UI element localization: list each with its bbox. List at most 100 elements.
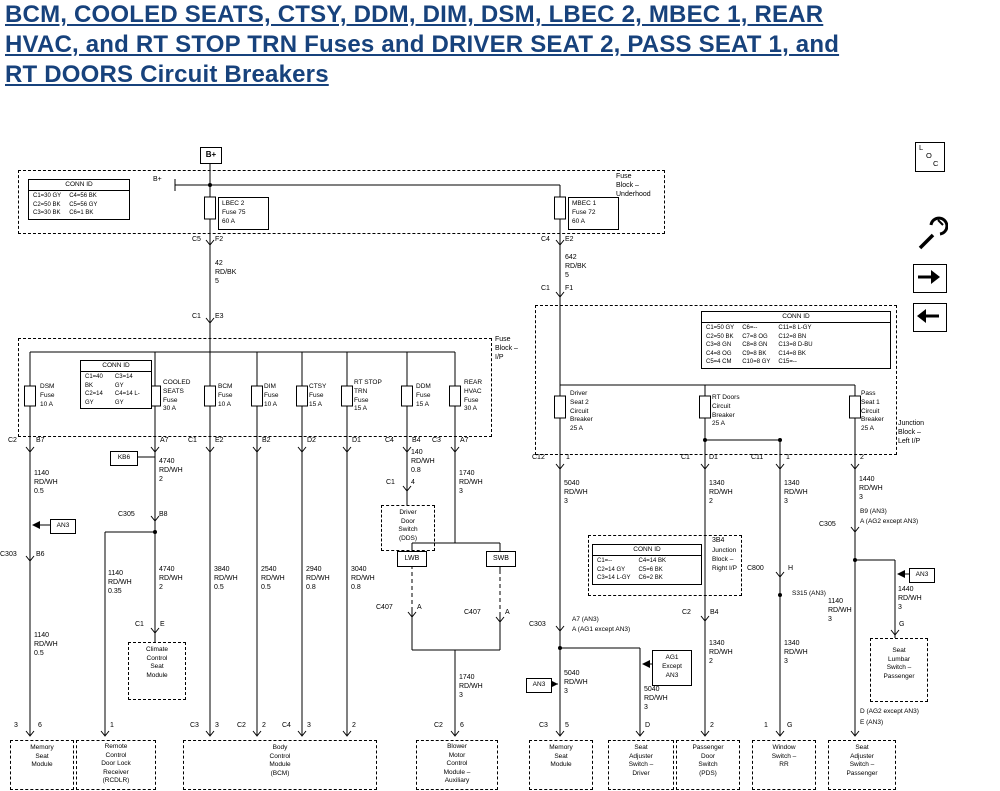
- conn-id-column: C4=56 BK C5=56 GY C6=1 BK: [69, 193, 98, 217]
- loc-letter: C: [933, 159, 939, 168]
- module-passenger-door-switch: Passenger Door Switch (PDS): [676, 740, 740, 790]
- module-label: Passenger Door Switch (PDS): [692, 744, 724, 777]
- fuse-label-ddm: DDM Fuse 15 A: [416, 383, 431, 408]
- fuse-label-dsm: DSM Fuse 10 A: [40, 383, 55, 408]
- connector-label: C11: [751, 454, 764, 461]
- fuse-label-rear-hvac: REAR HVAC Fuse 30 A: [464, 379, 483, 413]
- bplus-terminal-label: B+: [153, 176, 162, 183]
- fuse-mbec1-label: MBEC 1 Fuse 72 60 A: [568, 197, 619, 230]
- module-label: Climate Control Seat Module: [145, 646, 169, 679]
- connector-label: C4: [385, 437, 394, 444]
- module-body-control-bcm: Body Control Module (BCM): [183, 740, 377, 790]
- loc-letter: O: [926, 151, 932, 160]
- pin-label: 2: [262, 722, 266, 729]
- conn-id-column: C6=-- C7=8 OG C8=8 GN C9=8 BK C10=8 GY: [742, 325, 771, 366]
- underhood-conn-id-table: CONN ID C1=30 GY C2=50 BK C3=30 BK C4=56…: [28, 179, 130, 220]
- option-tag-an3: AN3: [909, 568, 935, 583]
- pin-label: A (AG1 except AN3): [572, 626, 631, 633]
- connector-label: C5: [192, 236, 201, 243]
- wire-label-1440a: 1440 RD/WH 3: [859, 476, 883, 501]
- pin-label: G: [787, 722, 793, 729]
- pin-label: B9 (AN3): [860, 508, 887, 515]
- option-tag-kb6: KB6: [110, 451, 138, 466]
- module-label: Window Switch – RR: [771, 744, 797, 769]
- module-label: Memory Seat Module: [30, 744, 54, 769]
- tools-icon[interactable]: [914, 214, 949, 252]
- page-title-line: BCM, COOLED SEATS, CTSY, DDM, DIM, DSM, …: [5, 1, 824, 28]
- fuse-lbec2-label: LBEC 2 Fuse 75 60 A: [218, 197, 269, 230]
- prev-page-button[interactable]: [913, 303, 947, 332]
- option-tag-ag1-except-an3: AG1 Except AN3: [652, 650, 692, 686]
- conn-id-column: C1=50 GY C2=50 BK C3=8 GN C4=8 OG C5=4 C…: [706, 325, 735, 366]
- pin-label: A7: [460, 437, 469, 444]
- wire-label-1140c: 1140 RD/WH 3: [828, 598, 852, 623]
- pin-label: 1: [764, 722, 768, 729]
- module-label: Driver Door Switch (DDS): [398, 509, 418, 542]
- module-seat-adjuster-driver: Seat Adjuster Switch – Driver: [608, 740, 674, 790]
- conn-id-column: C3=14 GY C4=14 L-GY: [114, 374, 140, 406]
- loc-button[interactable]: L O C: [915, 142, 945, 172]
- fuse-label-dim: DIM Fuse 10 A: [264, 383, 279, 408]
- wire-label-1340c: 1340 RD/WH 3: [784, 480, 808, 505]
- pin-label: 3: [215, 722, 219, 729]
- pin-label: E2: [565, 236, 574, 243]
- connector-label: C1: [541, 285, 550, 292]
- connector-label: C305: [118, 511, 135, 518]
- conn-id-header: CONN ID: [81, 361, 151, 372]
- connector-label: C2: [8, 437, 17, 444]
- pin-label: 3: [307, 722, 311, 729]
- wire-label-140: 140 RD/WH 0.8: [411, 449, 435, 474]
- connector-label: C1: [135, 621, 144, 628]
- arrow-right-icon: [918, 270, 940, 284]
- pin-label: G: [899, 621, 905, 628]
- wire-label-1740a: 1740 RD/WH 3: [459, 470, 483, 495]
- pin-label: 2: [860, 454, 864, 461]
- fuse-label-cooled-seats: COOLED SEATS Fuse 30 A: [163, 379, 191, 413]
- module-climate-control-seat: Climate Control Seat Module: [128, 642, 186, 700]
- fuse-label-ctsy: CTSY Fuse 15 A: [309, 383, 327, 408]
- module-label: Body Control Module (BCM): [269, 744, 291, 777]
- junction-right-id: 3B4: [712, 537, 725, 544]
- connector-label: C800: [747, 565, 764, 572]
- pin-label: A7 (AN3): [572, 616, 599, 623]
- wire-label-5040a: 5040 RD/WH 3: [564, 480, 588, 505]
- pin-label: 5: [565, 722, 569, 729]
- pin-label: A: [417, 604, 422, 611]
- module-label: Seat Adjuster Switch – Passenger: [846, 744, 878, 777]
- junction-block-right-ip: [588, 535, 742, 596]
- connector-label: C4: [282, 722, 291, 729]
- option-tag-an3: AN3: [526, 678, 552, 693]
- module-label: Memory Seat Module: [549, 744, 573, 769]
- junction-right-label: Junction Block – Right I/P: [712, 547, 737, 572]
- module-label: Seat Adjuster Switch – Driver: [628, 744, 654, 777]
- module-seat-lumbar-passenger: Seat Lumbar Switch – Passenger: [870, 638, 928, 702]
- conn-id-header: CONN ID: [29, 180, 129, 191]
- module-label: Blower Motor Control Module – Auxiliary: [443, 743, 471, 785]
- module-blower-motor-aux: Blower Motor Control Module – Auxiliary: [416, 740, 498, 790]
- bplus-box: B+: [200, 147, 222, 164]
- pin-label: F2: [215, 236, 224, 243]
- pin-label: E: [160, 621, 165, 628]
- junction-left-conn-id-table: CONN ID C1=50 GY C2=50 BK C3=8 GN C4=8 O…: [701, 311, 891, 369]
- option-arrowheads: [32, 521, 905, 688]
- loc-letter: L: [919, 143, 924, 152]
- pin-label: D (AG2 except AN3): [860, 708, 919, 715]
- pin-label: E3: [215, 313, 224, 320]
- pin-label: A7: [160, 437, 169, 444]
- wire-label-1740b: 1740 RD/WH 3: [459, 674, 483, 699]
- next-page-button[interactable]: [913, 264, 947, 293]
- conn-id-column: C1=30 GY C2=50 BK C3=30 BK: [33, 193, 62, 217]
- pin-label: 3: [14, 722, 18, 729]
- connector-label: C303: [529, 621, 546, 628]
- module-label: Seat Lumbar Switch – Passenger: [883, 647, 915, 680]
- connector-label: C303: [0, 551, 17, 558]
- conn-id-column: C1=40 BK C2=14 GY: [85, 374, 103, 406]
- connector-label: C1: [386, 479, 395, 486]
- pin-label: F1: [565, 285, 574, 292]
- fuse-block-ip-label: Fuse Block – I/P: [495, 336, 518, 361]
- splice-dots: [153, 183, 857, 650]
- pin-label: E2: [215, 437, 224, 444]
- wire-label-3040: 3040 RD/WH 0.8: [351, 566, 375, 591]
- fuse-symbols: [24, 196, 861, 419]
